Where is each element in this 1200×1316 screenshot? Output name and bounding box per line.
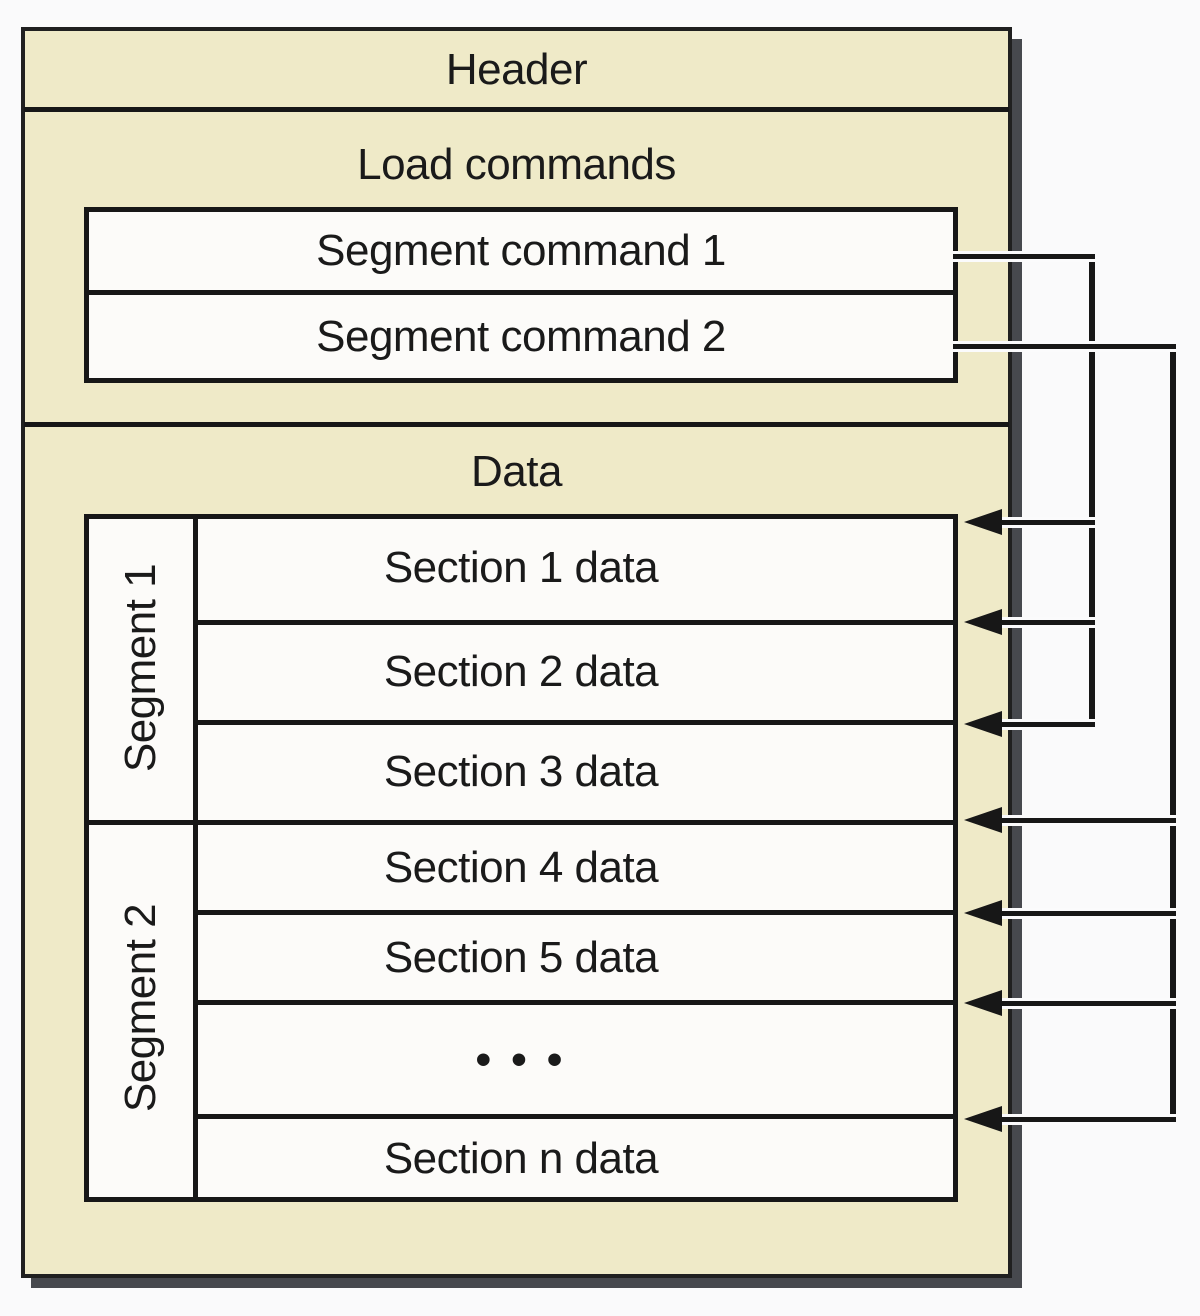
section-4-data-label: Section 4 data bbox=[383, 843, 659, 892]
load-commands-title: Load commands bbox=[357, 140, 676, 189]
section-2-data-label: Section 2 data bbox=[383, 647, 659, 696]
left-arrowhead-icon bbox=[964, 1106, 1002, 1132]
segment-1-label: Segment 1 bbox=[116, 563, 165, 773]
arrow-shaft-to-section-4 bbox=[995, 818, 1176, 823]
section-2-3-divider bbox=[198, 720, 958, 725]
arrow-shaft-to-ellipsis bbox=[995, 1001, 1176, 1006]
segment-command-2-connector-exit bbox=[953, 344, 1176, 349]
segment-2-label: Segment 2 bbox=[116, 903, 165, 1113]
data-sections-box bbox=[84, 514, 958, 1202]
segment-commands-box bbox=[84, 207, 958, 383]
section-5-ellipsis-divider bbox=[198, 1000, 958, 1005]
segment-commands-divider bbox=[84, 290, 958, 295]
header-separator-line bbox=[24, 107, 1009, 112]
section-3-data-label: Section 3 data bbox=[383, 747, 659, 796]
header-label: Header bbox=[445, 45, 588, 94]
section-4-5-divider bbox=[198, 910, 958, 915]
arrow-shaft-to-section-2 bbox=[995, 620, 1095, 625]
left-arrowhead-icon bbox=[964, 609, 1002, 635]
section-5-data-label: Section 5 data bbox=[383, 933, 659, 982]
left-arrowhead-icon bbox=[964, 990, 1002, 1016]
segment-command-2-connector-vertical bbox=[1170, 344, 1176, 1122]
arrow-shaft-to-section-n bbox=[995, 1117, 1176, 1122]
segment-command-1-label: Segment command 1 bbox=[316, 226, 726, 275]
segment-label-column-divider bbox=[193, 514, 198, 1202]
segment-command-2-label: Segment command 2 bbox=[316, 312, 726, 361]
segment-1-2-divider bbox=[84, 820, 958, 825]
arrow-shaft-to-section-1 bbox=[995, 520, 1095, 525]
segment-command-1-connector-vertical bbox=[1089, 254, 1095, 727]
section-1-data-label: Section 1 data bbox=[383, 543, 659, 592]
ellipsis-dots: • • • bbox=[475, 1035, 567, 1084]
section-1-2-divider bbox=[198, 620, 958, 625]
arrow-shaft-to-section-3 bbox=[995, 722, 1095, 727]
section-n-data-label: Section n data bbox=[383, 1134, 659, 1183]
ellipsis-section-n-divider bbox=[198, 1114, 958, 1119]
data-title: Data bbox=[471, 447, 562, 496]
left-arrowhead-icon bbox=[964, 509, 1002, 535]
arrow-shaft-to-section-5 bbox=[995, 911, 1176, 916]
left-arrowhead-icon bbox=[964, 807, 1002, 833]
left-arrowhead-icon bbox=[964, 900, 1002, 926]
left-arrowhead-icon bbox=[964, 711, 1002, 737]
segment-command-1-connector-exit bbox=[953, 254, 1095, 259]
load-commands-separator-line bbox=[24, 422, 1009, 427]
